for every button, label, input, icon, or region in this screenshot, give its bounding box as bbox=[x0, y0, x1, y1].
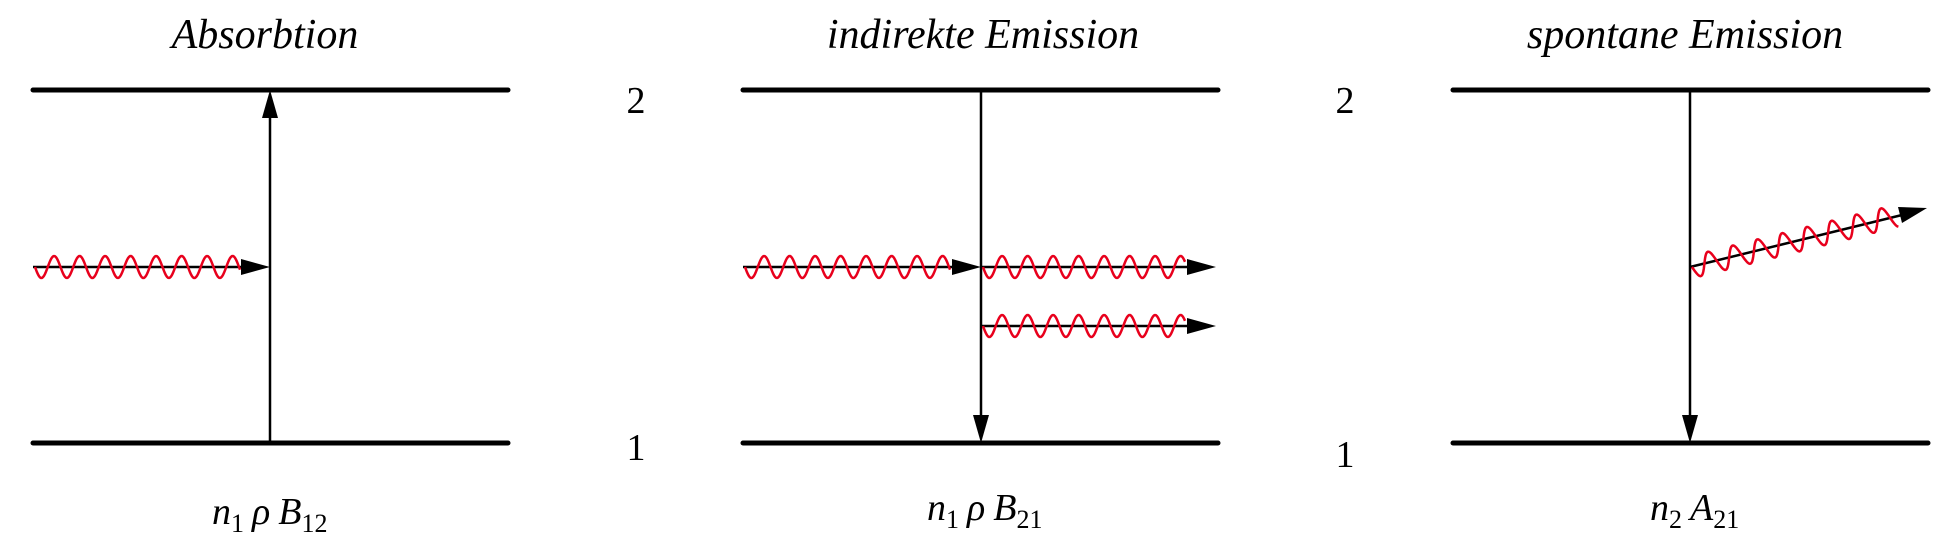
photon-wave bbox=[33, 254, 242, 280]
level-label-lower: 1 bbox=[627, 427, 646, 469]
panel-title: Absorbtion bbox=[169, 12, 359, 58]
outgoing-photon-wave bbox=[981, 254, 1187, 280]
emitted-photon-arrowhead bbox=[1898, 207, 1927, 223]
emitted-photon-axis bbox=[1689, 213, 1903, 269]
level-label-lower: 1 bbox=[1336, 434, 1355, 476]
panel-title: spontane Emission bbox=[1527, 12, 1843, 58]
transition-arrowhead bbox=[1682, 415, 1698, 443]
photon-arrowhead bbox=[241, 259, 270, 275]
emitted-photon-wave bbox=[1690, 207, 1899, 278]
level-label-upper: 2 bbox=[1336, 80, 1355, 122]
incoming-photon-wave bbox=[743, 254, 952, 280]
panel-title: indirekte Emission bbox=[827, 12, 1139, 58]
transition-arrowhead bbox=[973, 415, 989, 443]
level-label-upper: 2 bbox=[627, 80, 646, 122]
transition-arrowhead bbox=[262, 90, 278, 118]
outgoing-photon-arrowhead bbox=[1187, 259, 1216, 275]
stimulated-photon-arrowhead bbox=[1187, 318, 1216, 334]
incoming-photon-arrowhead bbox=[952, 259, 981, 275]
stimulated-photon-wave bbox=[981, 313, 1187, 339]
